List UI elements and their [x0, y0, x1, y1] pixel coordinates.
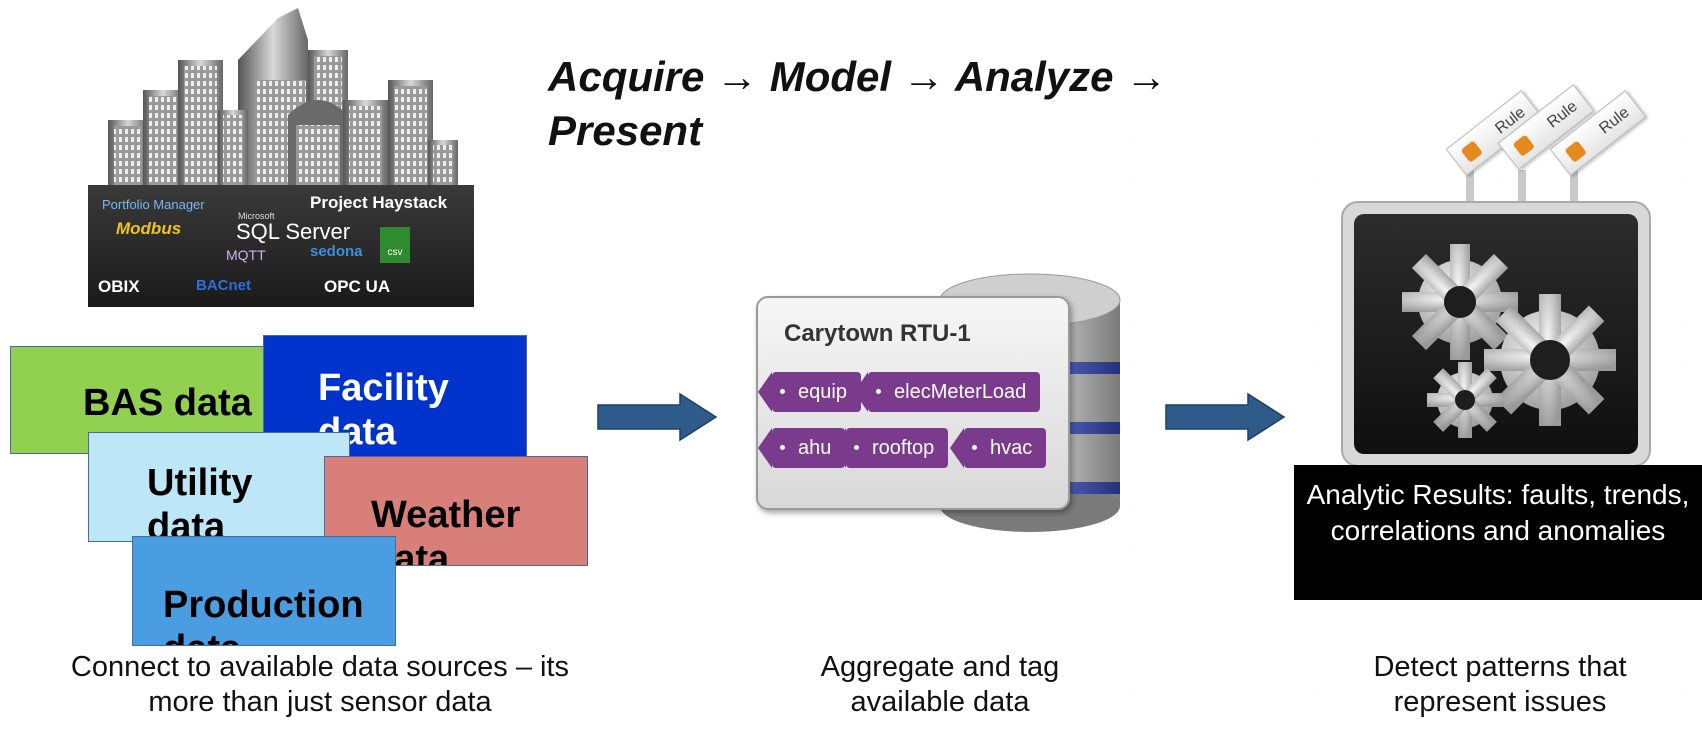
model-name: Carytown RTU-1: [784, 320, 971, 347]
source-bas-label: BAS data: [83, 382, 252, 424]
arrow-right-icon: [1165, 392, 1286, 442]
modbus-logo: Modbus: [116, 219, 182, 238]
caption-acquire: Connect to available data sources – its …: [70, 651, 570, 718]
source-utility-label: Utility data: [147, 462, 253, 542]
project-haystack-logo: Project Haystack: [310, 193, 448, 212]
analytic-results-text: Analytic Results: faults, trends, correl…: [1306, 479, 1690, 546]
arrow-right-icon: [597, 392, 718, 442]
rule-icon: [1564, 140, 1587, 163]
model-card: Carytown RTU-1 equip elecMeterLoad ahu r…: [756, 296, 1070, 510]
bacnet-logo: BACnet: [196, 277, 251, 294]
tag-rooftop: rooftop: [831, 428, 949, 468]
source-production-label: Production data: [163, 584, 364, 645]
rule-icon: [1512, 134, 1535, 157]
title-line-1: Acquire → Model → Analyze →: [548, 53, 1168, 100]
rule-label: Rule: [1596, 103, 1633, 138]
source-facility: Facility data: [263, 335, 527, 460]
sqlserver-logo: SQL Server: [236, 219, 351, 244]
opcua-logo: OPC UA: [324, 277, 391, 296]
title-line-2: Present: [548, 107, 703, 154]
source-production: Production data: [132, 536, 396, 646]
sqlserver-small-label: Microsoft: [238, 211, 275, 221]
tag-equip: equip: [758, 372, 861, 412]
rule-label: Rule: [1544, 97, 1581, 132]
sedona-logo: sedona: [310, 243, 363, 260]
obix-logo: OBIX: [98, 277, 140, 296]
mqtt-logo: MQTT: [226, 247, 266, 263]
tag-hvac: hvac: [949, 428, 1047, 468]
caption-analyze: Detect patterns that represent issues: [1373, 651, 1627, 718]
rule-icon: [1460, 140, 1483, 163]
process-title: Acquire → Model → Analyze → Present: [548, 50, 1248, 158]
city-skyline-icon: [108, 8, 458, 195]
integration-logos: Portfolio Manager Project Haystack Micro…: [88, 185, 474, 307]
csv-logo: csv: [380, 227, 410, 263]
source-utility: Utility data: [88, 432, 350, 542]
energystar-logo: Portfolio Manager: [102, 197, 205, 212]
rule-connectors: [1466, 170, 1578, 210]
tag-elecmeterload: elecMeterLoad: [853, 372, 1041, 412]
analytics-engine-icon: [1341, 201, 1651, 467]
source-weather-label: Weather data: [371, 494, 521, 566]
analytic-results-box: Analytic Results: faults, trends, correl…: [1294, 465, 1702, 600]
caption-model: Aggregate and tag available data: [820, 651, 1060, 718]
